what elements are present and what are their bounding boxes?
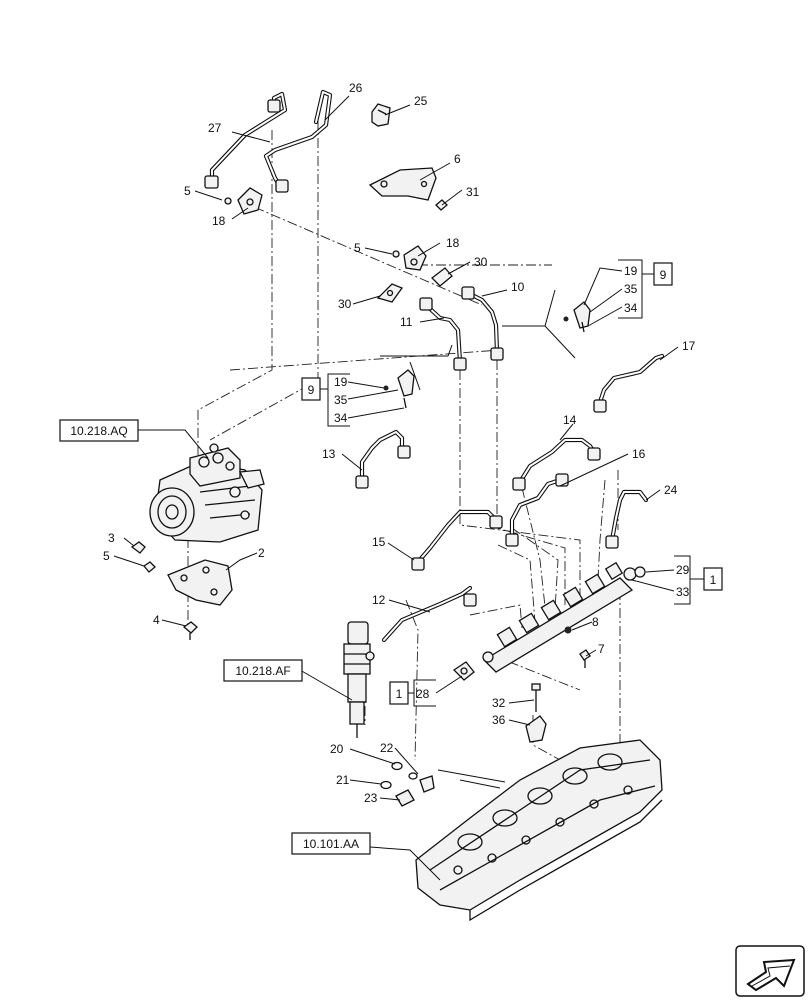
callout-11: 11 xyxy=(400,315,413,329)
callout-35-left: 35 xyxy=(334,393,348,407)
callout-28: 28 xyxy=(416,687,430,701)
callout-5-pump: 5 xyxy=(103,549,110,563)
callout-9-right-box: 9 xyxy=(660,268,667,282)
callout-29: 29 xyxy=(676,563,690,577)
injection-line-13 xyxy=(355,429,411,489)
callout-bracket-left xyxy=(301,373,350,427)
callout-34-right: 34 xyxy=(624,301,638,315)
callout-9-left-box: 9 xyxy=(308,383,315,397)
callout-22-shown: 22 xyxy=(380,741,394,755)
callout-5-mid: 5 xyxy=(354,241,361,255)
clamp-30-left xyxy=(376,283,404,303)
bolt-32-clamp-36 xyxy=(525,683,547,743)
callout-8-shown: 8 xyxy=(592,615,599,629)
injection-line-27 xyxy=(204,91,288,189)
callout-14: 14 xyxy=(563,413,577,427)
callout-33: 33 xyxy=(676,585,690,599)
callout-13: 13 xyxy=(322,447,336,461)
callout-34-left: 34 xyxy=(334,411,348,425)
clamp-18-upper xyxy=(224,187,263,215)
clip-assembly-right xyxy=(563,301,591,333)
callout-23-shown: 23 xyxy=(364,791,378,805)
callout-2: 2 xyxy=(258,546,265,560)
clip-25 xyxy=(371,103,391,127)
callout-6: 6 xyxy=(454,152,461,166)
injection-line-17 xyxy=(593,353,665,413)
fuel-injector xyxy=(343,621,375,738)
callout-35-right: 35 xyxy=(624,282,638,296)
callout-20: 20 xyxy=(330,742,344,756)
reference-label-head: 10.101.AA xyxy=(303,837,359,851)
cylinder-head xyxy=(415,739,663,922)
injection-line-24 xyxy=(605,489,649,549)
callout-26: 26 xyxy=(349,81,363,95)
rail-pressure-sensor-28 xyxy=(452,661,475,681)
callout-1-rail-box: 1 xyxy=(710,573,717,587)
callout-3: 3 xyxy=(108,531,115,545)
callout-1-sensor-shown: 1 xyxy=(396,687,403,701)
injection-line-26 xyxy=(263,89,333,193)
callout-15: 15 xyxy=(372,535,386,549)
injection-line-10 xyxy=(461,286,504,361)
callout-7-shown: 7 xyxy=(598,642,605,656)
injection-line-14 xyxy=(512,437,601,491)
injection-line-15 xyxy=(411,509,503,571)
bracket-6 xyxy=(368,167,437,201)
bolts-3-5-4 xyxy=(130,541,198,640)
injection-line-11 xyxy=(419,297,467,371)
injection-line-16 xyxy=(505,473,569,547)
callout-19-left: 19 xyxy=(334,375,348,389)
callout-bracket-sensor xyxy=(389,679,436,707)
callout-bracket-right xyxy=(618,259,673,319)
pump-bracket-2 xyxy=(167,559,233,606)
callout-bracket-rail xyxy=(674,555,723,605)
callout-24-shown: 24 xyxy=(664,483,678,497)
callout-4: 4 xyxy=(153,613,160,627)
reference-label-pump: 10.218.AQ xyxy=(70,424,127,438)
injection-line-12 xyxy=(381,585,477,643)
leader-lines xyxy=(113,95,679,881)
callout-17: 17 xyxy=(682,339,696,353)
clip-assembly-left xyxy=(383,369,415,409)
high-pressure-pump xyxy=(149,443,265,543)
callout-27: 27 xyxy=(208,121,222,135)
callout-10: 10 xyxy=(511,280,525,294)
callout-19-right: 19 xyxy=(624,264,638,278)
reference-box-head[interactable]: 10.101.AA xyxy=(291,832,371,855)
bolt-31 xyxy=(435,199,448,211)
callout-31: 31 xyxy=(466,185,480,199)
callout-16: 16 xyxy=(632,447,646,461)
callout-18-top: 18 xyxy=(212,214,226,228)
callout-32: 32 xyxy=(492,696,506,710)
callout-21-shown: 21 xyxy=(336,773,350,787)
callout-30-left: 30 xyxy=(338,297,352,311)
callout-12-shown: 12 xyxy=(372,593,386,607)
seals-and-sleeve xyxy=(380,761,435,807)
next-page-arrow-icon[interactable] xyxy=(735,945,805,997)
rail-parts-29-8-7 xyxy=(564,566,646,668)
callout-36: 36 xyxy=(492,713,506,727)
callout-18-mid: 18 xyxy=(446,236,460,250)
clamp-18-lower xyxy=(392,245,427,271)
alignment-lines xyxy=(187,120,621,780)
callout-numbers: 26 25 27 6 5 31 18 5 18 30 10 30 11 19 3… xyxy=(103,81,717,756)
callout-25: 25 xyxy=(414,94,428,108)
clamp-30-right xyxy=(431,267,453,287)
common-rail-1 xyxy=(482,561,637,673)
callout-5-top: 5 xyxy=(184,184,191,198)
reference-box-pump[interactable]: 10.218.AQ xyxy=(59,419,139,442)
callout-30-right: 30 xyxy=(474,255,488,269)
reference-box-injector[interactable]: 10.218.AF xyxy=(223,659,303,682)
guide-lines xyxy=(380,289,576,391)
reference-label-injector: 10.218.AF xyxy=(235,664,290,678)
callout-numbers-extra: 24 12 8 7 1 22 21 23 xyxy=(336,483,678,805)
